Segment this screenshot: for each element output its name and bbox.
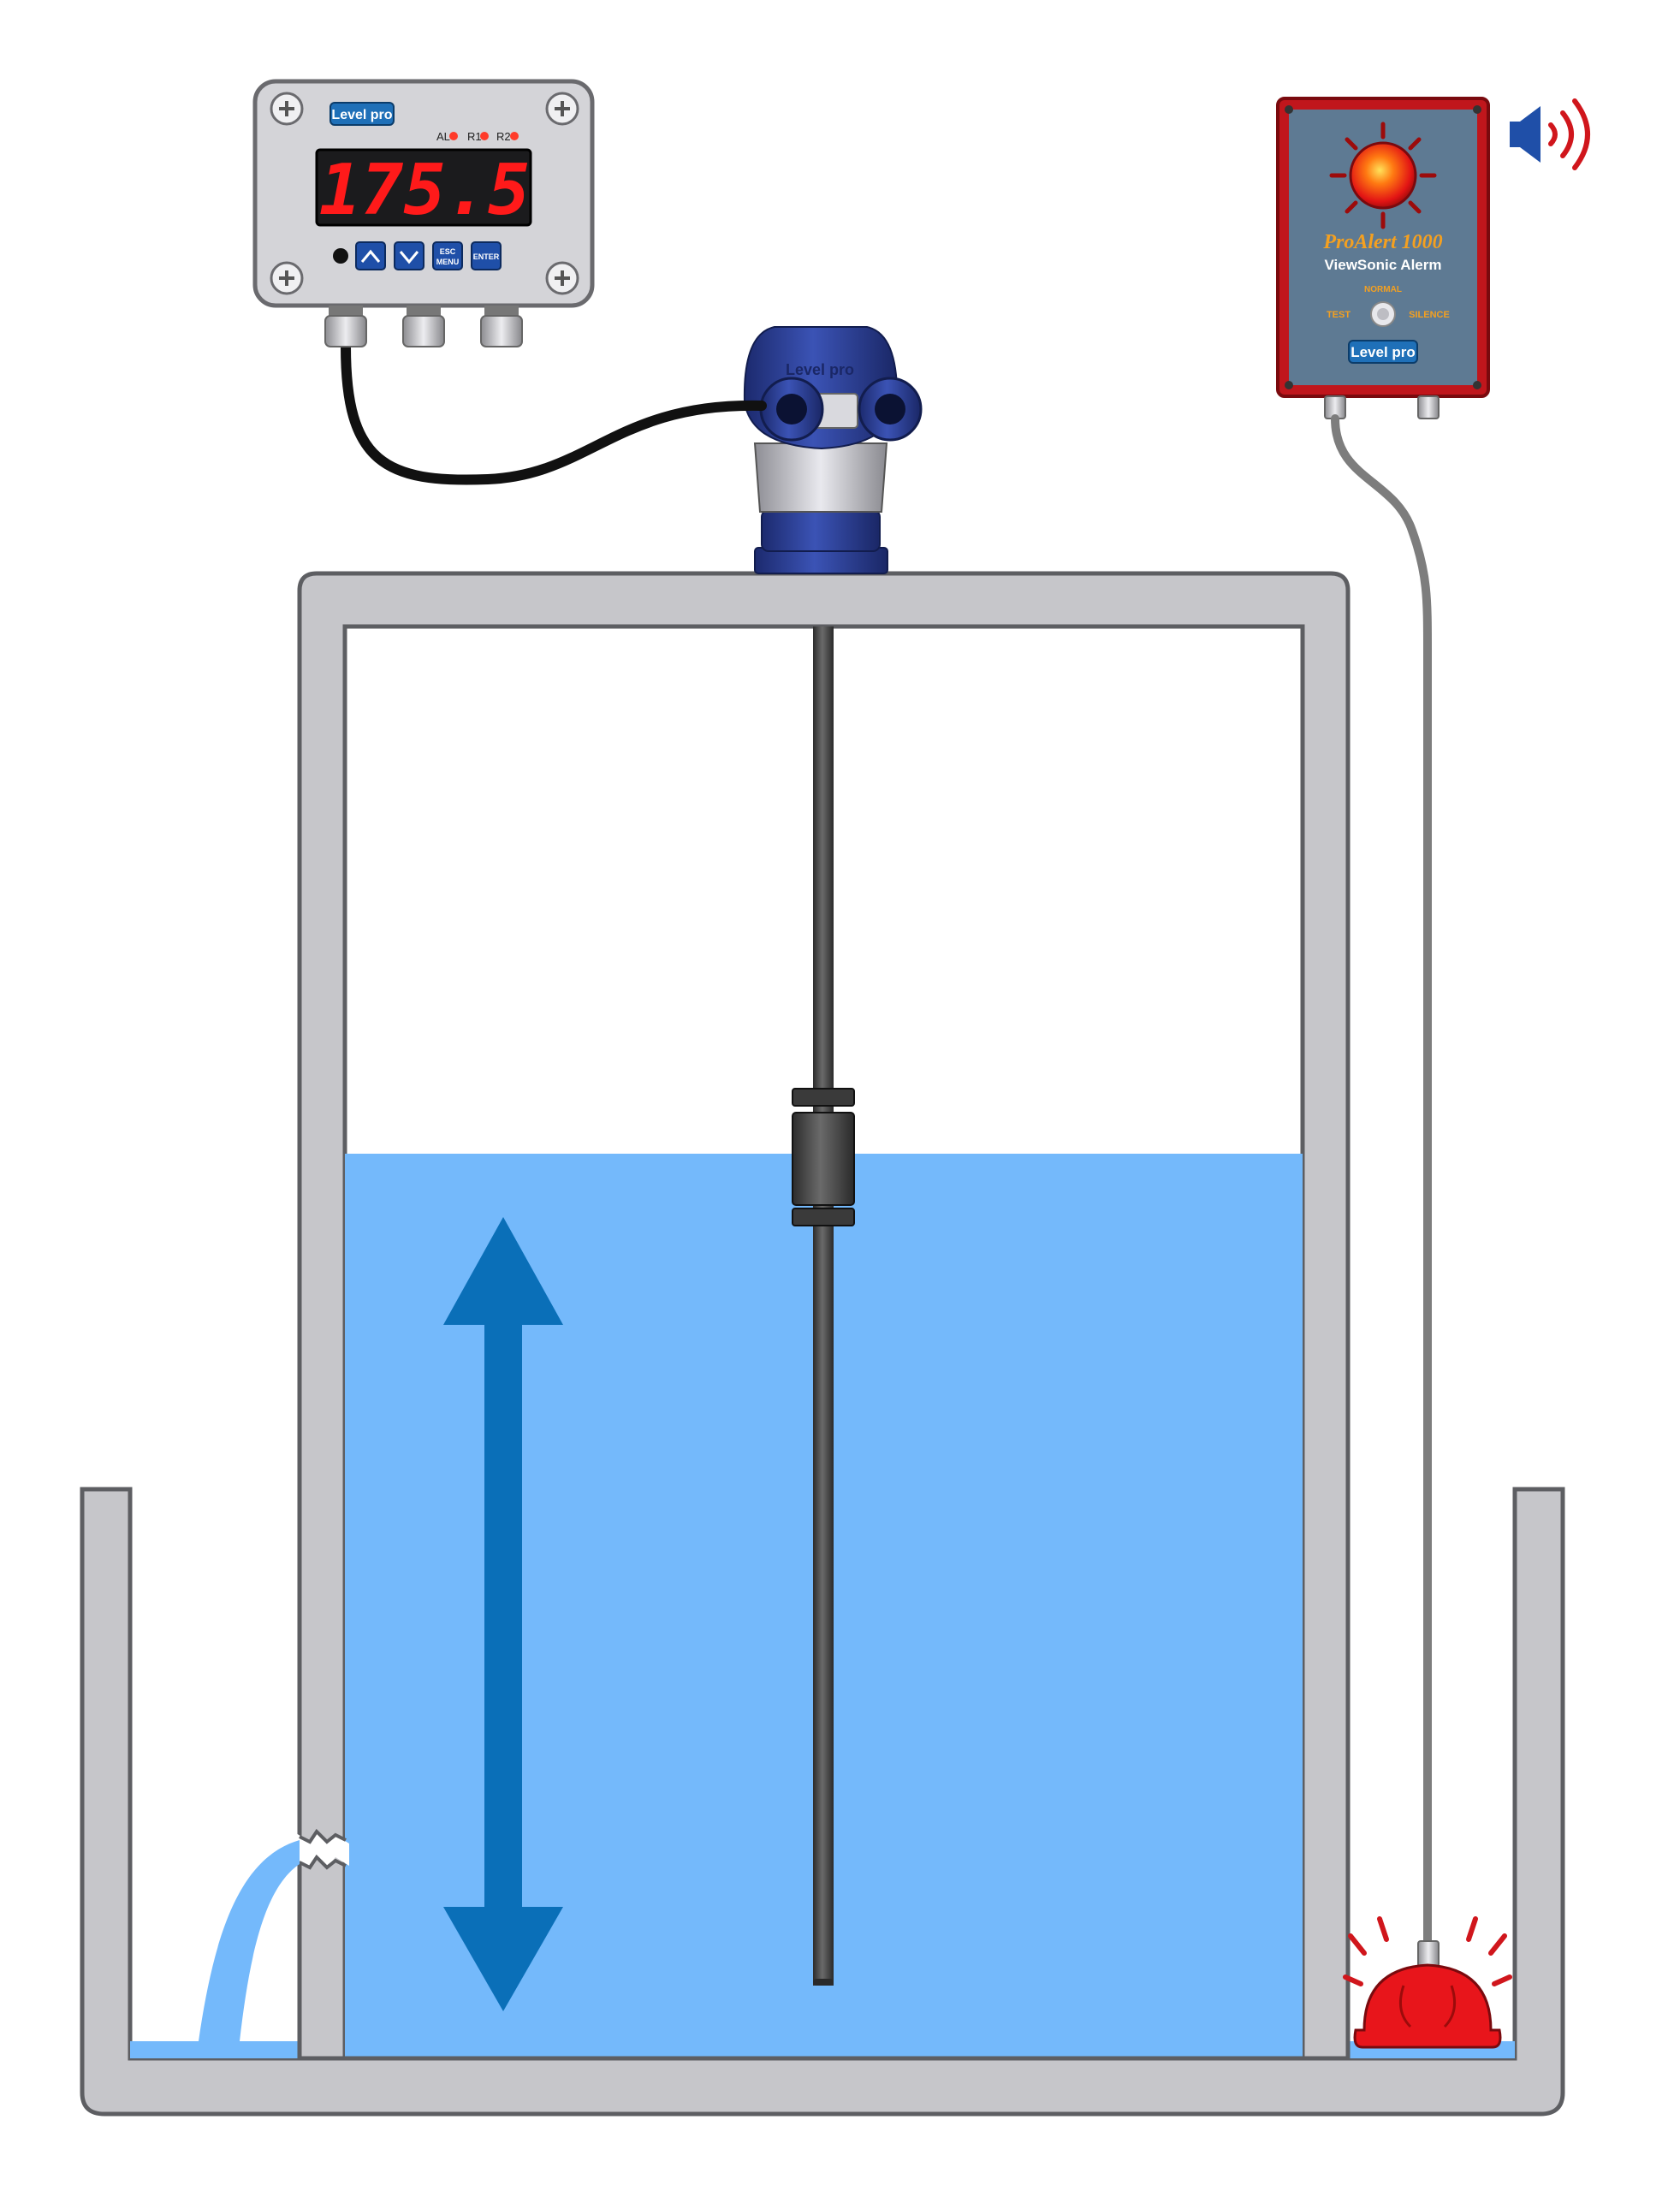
esc-menu-button[interactable]: ESC MENU: [432, 241, 463, 270]
plus-screw-icon: [270, 92, 304, 126]
float: [792, 1088, 855, 1226]
led-label-al: AL: [436, 130, 450, 143]
chevron-up-icon: [360, 249, 381, 263]
up-button[interactable]: [355, 241, 386, 270]
test-label: TEST: [1327, 310, 1351, 320]
down-button[interactable]: [394, 241, 424, 270]
plus-screw-icon: [270, 261, 304, 295]
cable-gland: [480, 306, 523, 347]
alarm-panel: ProAlert 1000 ViewSonic Alerm NORMAL TES…: [1276, 97, 1490, 419]
led-label-r1: R1: [467, 130, 482, 143]
cable-gland: [324, 306, 367, 347]
cable-gland: [402, 306, 445, 347]
enter-button[interactable]: ENTER: [471, 241, 502, 270]
signal-cable: [341, 341, 767, 485]
level-transmitter: Level pro: [743, 326, 923, 574]
controller-brand: Level pro: [331, 108, 392, 122]
plus-screw-icon: [545, 92, 579, 126]
led-label-r2: R2: [496, 130, 511, 143]
alarm-subtitle: ViewSonic Alerm: [1325, 257, 1442, 273]
sensor-brand: Level pro: [786, 361, 854, 378]
probe-rod: [813, 626, 834, 1986]
plus-screw-icon: [545, 261, 579, 295]
svg-text:ESC: ESC: [440, 247, 456, 256]
alarm-brand: Level pro: [1351, 344, 1416, 360]
speaker-sound-icon: [1510, 98, 1590, 170]
level-range-arrow-icon: [443, 1217, 563, 2011]
svg-text:ENTER: ENTER: [473, 252, 500, 261]
basin-water-left: [130, 2041, 298, 2058]
warning-lamp-icon: [1329, 122, 1437, 229]
catch-basin: [80, 1487, 1565, 2117]
leak-crack: [199, 1828, 349, 2041]
svg-text:MENU: MENU: [436, 258, 460, 266]
tank: [297, 571, 1351, 2061]
level-readout: 175.5: [319, 150, 531, 231]
alarm-title: ProAlert 1000: [1322, 231, 1442, 253]
silence-label: SILENCE: [1409, 310, 1450, 320]
test-silence-button[interactable]: [1370, 301, 1396, 327]
leak-stream: [199, 1840, 300, 2041]
digital-controller: Level pro AL R1 R2 175.5 ESC MENU ENTER: [252, 79, 595, 347]
alarm-cable: [1331, 414, 1432, 1947]
alarm-beacon-icon: [1343, 1916, 1512, 2049]
chevron-down-icon: [399, 251, 419, 264]
alarm-status: NORMAL: [1364, 285, 1402, 294]
